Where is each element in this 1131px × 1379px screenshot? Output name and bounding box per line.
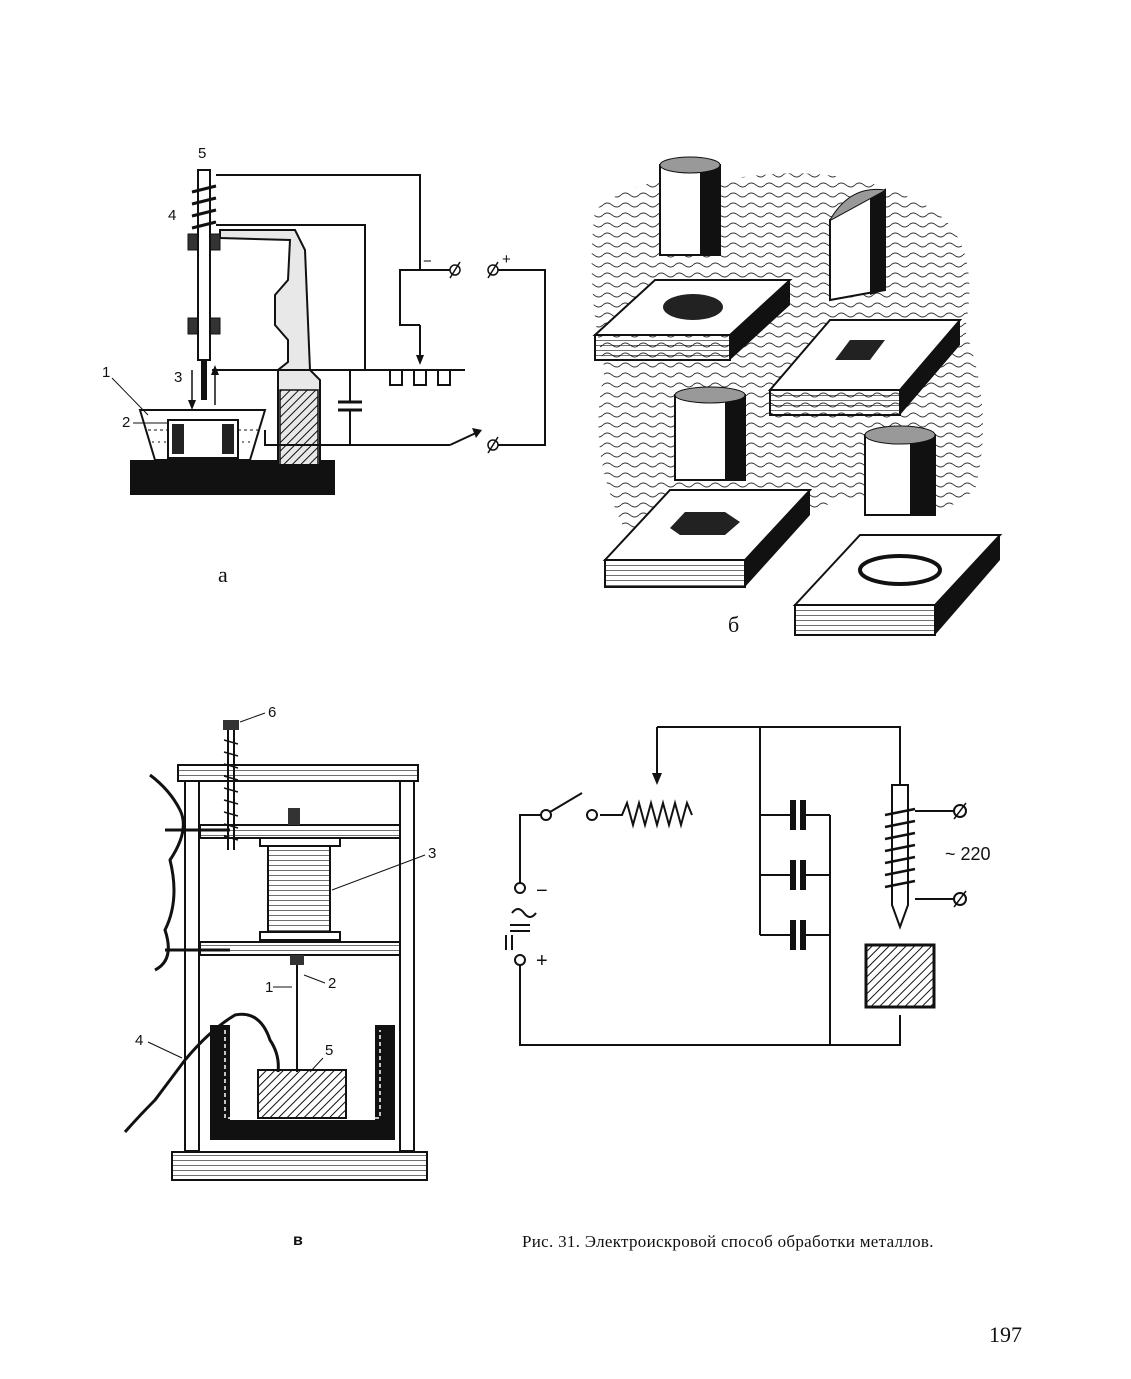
plate-square-hole [767,319,963,416]
electrode-tube [864,425,936,516]
ac-voltage-label: ~ 220 [945,844,991,864]
page-number: 197 [989,1322,1022,1347]
terminal-minus-label: − [423,253,432,270]
circuit-workpiece [864,943,936,1009]
label-v-3: 3 [428,845,436,862]
diagram-panel-a: − + 1 2 3 4 5 [102,145,546,495]
electromagnet-coil [267,844,331,934]
plate-hexagon-hole [602,489,813,588]
diagram-panel-circuit: − + ~ 220 [505,726,991,1046]
label-v-4: 4 [135,1032,143,1049]
electrode-hexagon [674,386,746,481]
terminal-plus-label: + [502,251,511,268]
label-v-6: 6 [268,704,276,721]
liquid-tank [210,1025,395,1140]
solenoid-coil [191,184,217,230]
electrode-round [659,156,721,256]
plate-ring-hole [792,534,1003,636]
diagram-panel-v: 6 3 2 1 5 4 [123,704,436,1181]
electrode-square [829,188,886,302]
electrode-tool [201,360,207,400]
capacitor-bank [760,800,830,950]
supply-minus-label: − [536,880,548,902]
panel-a-letter: а [218,562,228,587]
supply-plus-label: + [536,950,548,972]
diagram-panel-b [591,156,1003,636]
panel-b-letter: б [728,612,740,637]
label-v-2: 2 [328,975,336,992]
plate-round-hole [592,279,793,361]
label-v-5: 5 [325,1042,333,1059]
dc-source-icon [510,908,537,932]
label-4: 4 [168,207,176,224]
panel-v-letter: в [293,1232,303,1249]
label-v-1: 1 [265,979,273,996]
rheostat [380,369,462,386]
circuit-rheostat [600,799,693,829]
figure-caption: Рис. 31. Электроискровой способ обработк… [522,1232,934,1251]
workpiece-v [257,1069,347,1119]
label-3: 3 [174,369,182,386]
vibrating-electrode [891,784,909,930]
electrode-coil [884,807,916,889]
label-1: 1 [102,364,110,381]
label-2: 2 [122,414,130,431]
label-5: 5 [198,145,206,162]
